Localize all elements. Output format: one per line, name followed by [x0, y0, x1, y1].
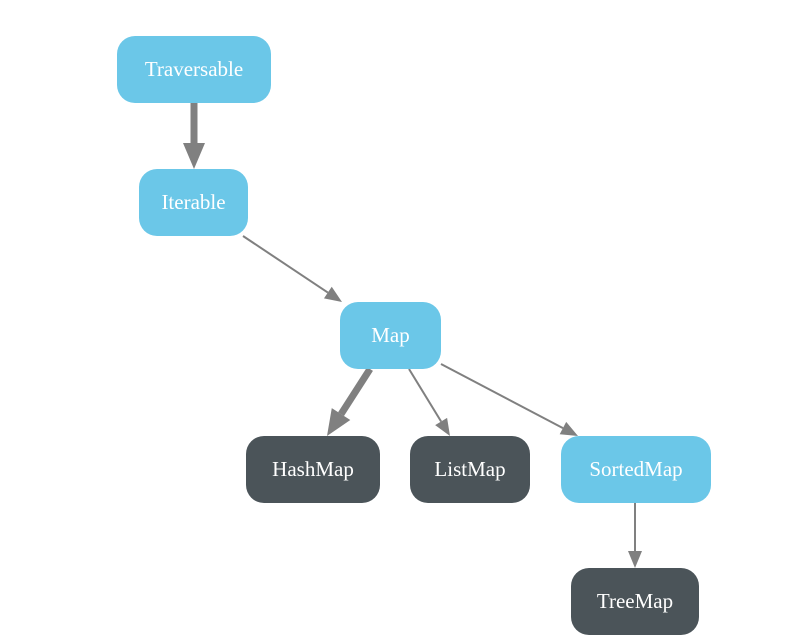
- edge-map-sortedmap: [440, 363, 564, 429]
- edge-map-hashmap: [338, 367, 373, 417]
- node-iterable[interactable]: Iterable: [139, 169, 248, 236]
- arrowhead-map-hashmap: [327, 408, 351, 436]
- node-sortedmap[interactable]: SortedMap: [561, 436, 711, 503]
- arrowhead-map-sortedmap: [559, 421, 578, 436]
- arrowhead-iterable-map: [323, 286, 342, 302]
- node-hashmap[interactable]: HashMap: [246, 436, 380, 503]
- node-treemap[interactable]: TreeMap: [571, 568, 699, 635]
- edge-map-listmap: [408, 368, 442, 423]
- node-traversable[interactable]: Traversable: [117, 36, 271, 103]
- node-map[interactable]: Map: [340, 302, 441, 369]
- arrowhead-map-listmap: [435, 417, 450, 436]
- arrowhead-traversable-iterable: [183, 143, 205, 169]
- arrowhead-sortedmap-treemap: [628, 551, 642, 568]
- node-listmap[interactable]: ListMap: [410, 436, 530, 503]
- edge-iterable-map: [242, 235, 329, 294]
